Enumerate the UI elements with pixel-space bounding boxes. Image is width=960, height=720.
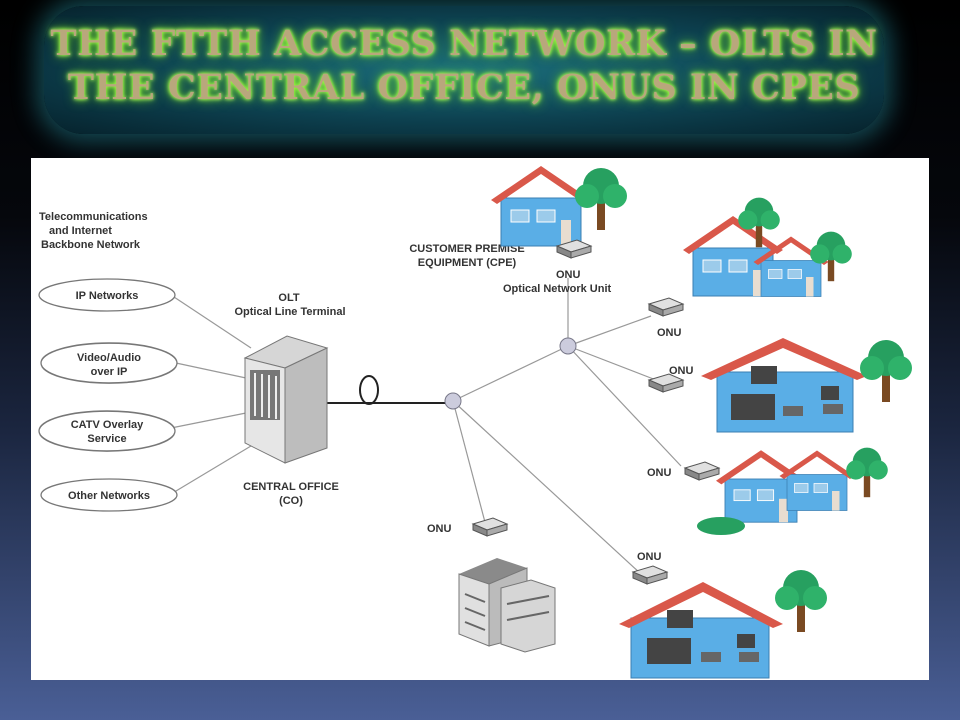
title-banner bbox=[44, 6, 884, 134]
house-upper-right bbox=[682, 197, 852, 297]
cloud-ip-networks: IP Networks bbox=[38, 278, 176, 312]
onu-label-2: ONU bbox=[657, 327, 682, 339]
page-title: THE FTTH ACCESS NETWORK – OLTS IN THE CE… bbox=[44, 22, 884, 110]
svg-text:IP Networks: IP Networks bbox=[76, 290, 139, 302]
onu-device-2 bbox=[648, 297, 684, 317]
olt-rack bbox=[243, 335, 329, 464]
backbone-label-1: Telecommunications bbox=[39, 211, 148, 223]
onu-label-4: ONU bbox=[647, 467, 672, 479]
svg-text:Service: Service bbox=[87, 433, 126, 445]
onu-device-5 bbox=[472, 517, 508, 537]
olt-sublabel: Optical Line Terminal bbox=[234, 306, 345, 318]
office-building bbox=[458, 558, 556, 653]
onu-label-3: ONU bbox=[669, 365, 694, 377]
cloud-catv-overlay: CATV Overlay Service bbox=[38, 410, 176, 452]
onu-device-6 bbox=[632, 565, 668, 585]
fiber-loop bbox=[359, 375, 379, 405]
network-links bbox=[170, 278, 682, 575]
onu-device-4 bbox=[684, 461, 720, 481]
olt-label: OLT bbox=[278, 292, 299, 304]
svg-text:over IP: over IP bbox=[91, 366, 128, 378]
backbone-label-2: and Internet bbox=[49, 225, 112, 237]
house-home-office-2 bbox=[619, 570, 827, 679]
svg-text:CATV Overlay: CATV Overlay bbox=[71, 419, 144, 431]
central-office-label-2: (CO) bbox=[279, 495, 303, 507]
onu-unit-label: Optical Network Unit bbox=[503, 283, 612, 295]
house-double bbox=[697, 447, 888, 535]
ftth-diagram: Telecommunications and Internet Backbone… bbox=[38, 165, 912, 679]
title-line-2: THE CENTRAL OFFICE, ONUS IN CPES bbox=[67, 67, 861, 108]
cloud-other-networks: Other Networks bbox=[40, 478, 178, 512]
backbone-label-3: Backbone Network bbox=[41, 239, 141, 251]
splitter-secondary bbox=[559, 337, 577, 355]
splitter-main bbox=[444, 392, 462, 410]
onu-label-6: ONU bbox=[637, 551, 662, 563]
cpe-label-1: CUSTOMER PREMISE bbox=[409, 243, 524, 255]
central-office-label-1: CENTRAL OFFICE bbox=[243, 481, 339, 493]
svg-text:Video/Audio: Video/Audio bbox=[77, 352, 141, 364]
house-home-office-1 bbox=[701, 338, 912, 433]
onu-label-5: ONU bbox=[427, 523, 452, 535]
svg-text:Other Networks: Other Networks bbox=[68, 490, 150, 502]
title-line-1: THE FTTH ACCESS NETWORK – OLTS IN bbox=[50, 23, 878, 64]
cpe-label-2: EQUIPMENT (CPE) bbox=[418, 257, 517, 269]
diagram-panel: Telecommunications and Internet Backbone… bbox=[31, 158, 929, 680]
cloud-video-audio: Video/Audio over IP bbox=[40, 342, 178, 384]
onu-label-top: ONU bbox=[556, 269, 581, 281]
house-top bbox=[490, 165, 627, 247]
